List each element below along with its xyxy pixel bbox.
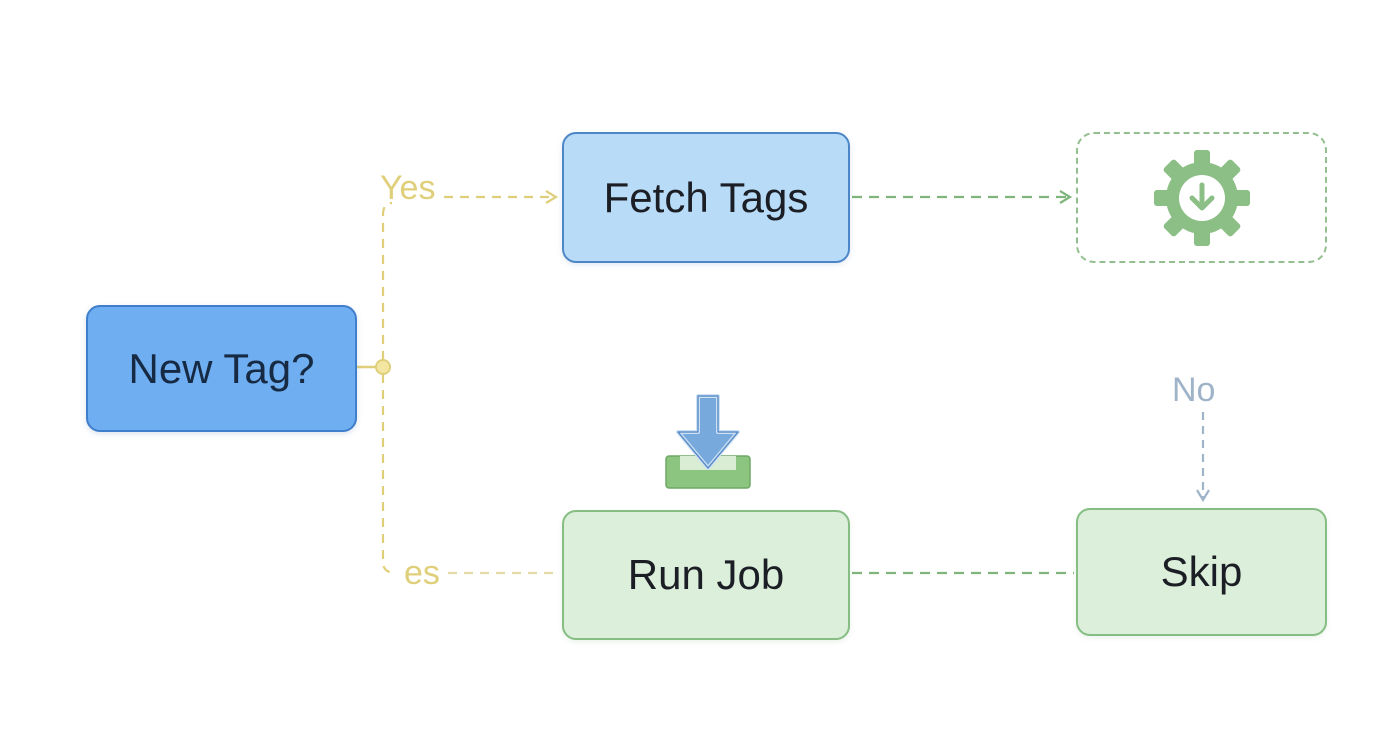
skip-node[interactable]: Skip [1076, 508, 1327, 636]
new-tag-decision-node[interactable]: New Tag? [86, 305, 357, 432]
run-job-label: Run Job [627, 551, 785, 598]
fetch-tags-label: Fetch Tags [603, 173, 809, 221]
gear-download-icon [1153, 149, 1250, 246]
gear-download-node[interactable] [1076, 132, 1327, 263]
yes-edge-label: Yes [380, 169, 436, 207]
branch-junction-dot [375, 359, 391, 375]
yes-branch-lower-vertical-connector [381, 374, 397, 575]
no-edge-label: No [1172, 371, 1216, 409]
yes-bottom-edge-label: es [404, 554, 440, 592]
fetch-tags-node[interactable]: Fetch Tags [562, 132, 850, 263]
download-tray-icon [665, 394, 751, 489]
skip-label: Skip [1160, 548, 1243, 595]
run-job-node[interactable]: Run Job [562, 510, 850, 640]
yes-branch-vertical-connector [381, 201, 393, 360]
new-tag-label: New Tag? [128, 344, 315, 392]
